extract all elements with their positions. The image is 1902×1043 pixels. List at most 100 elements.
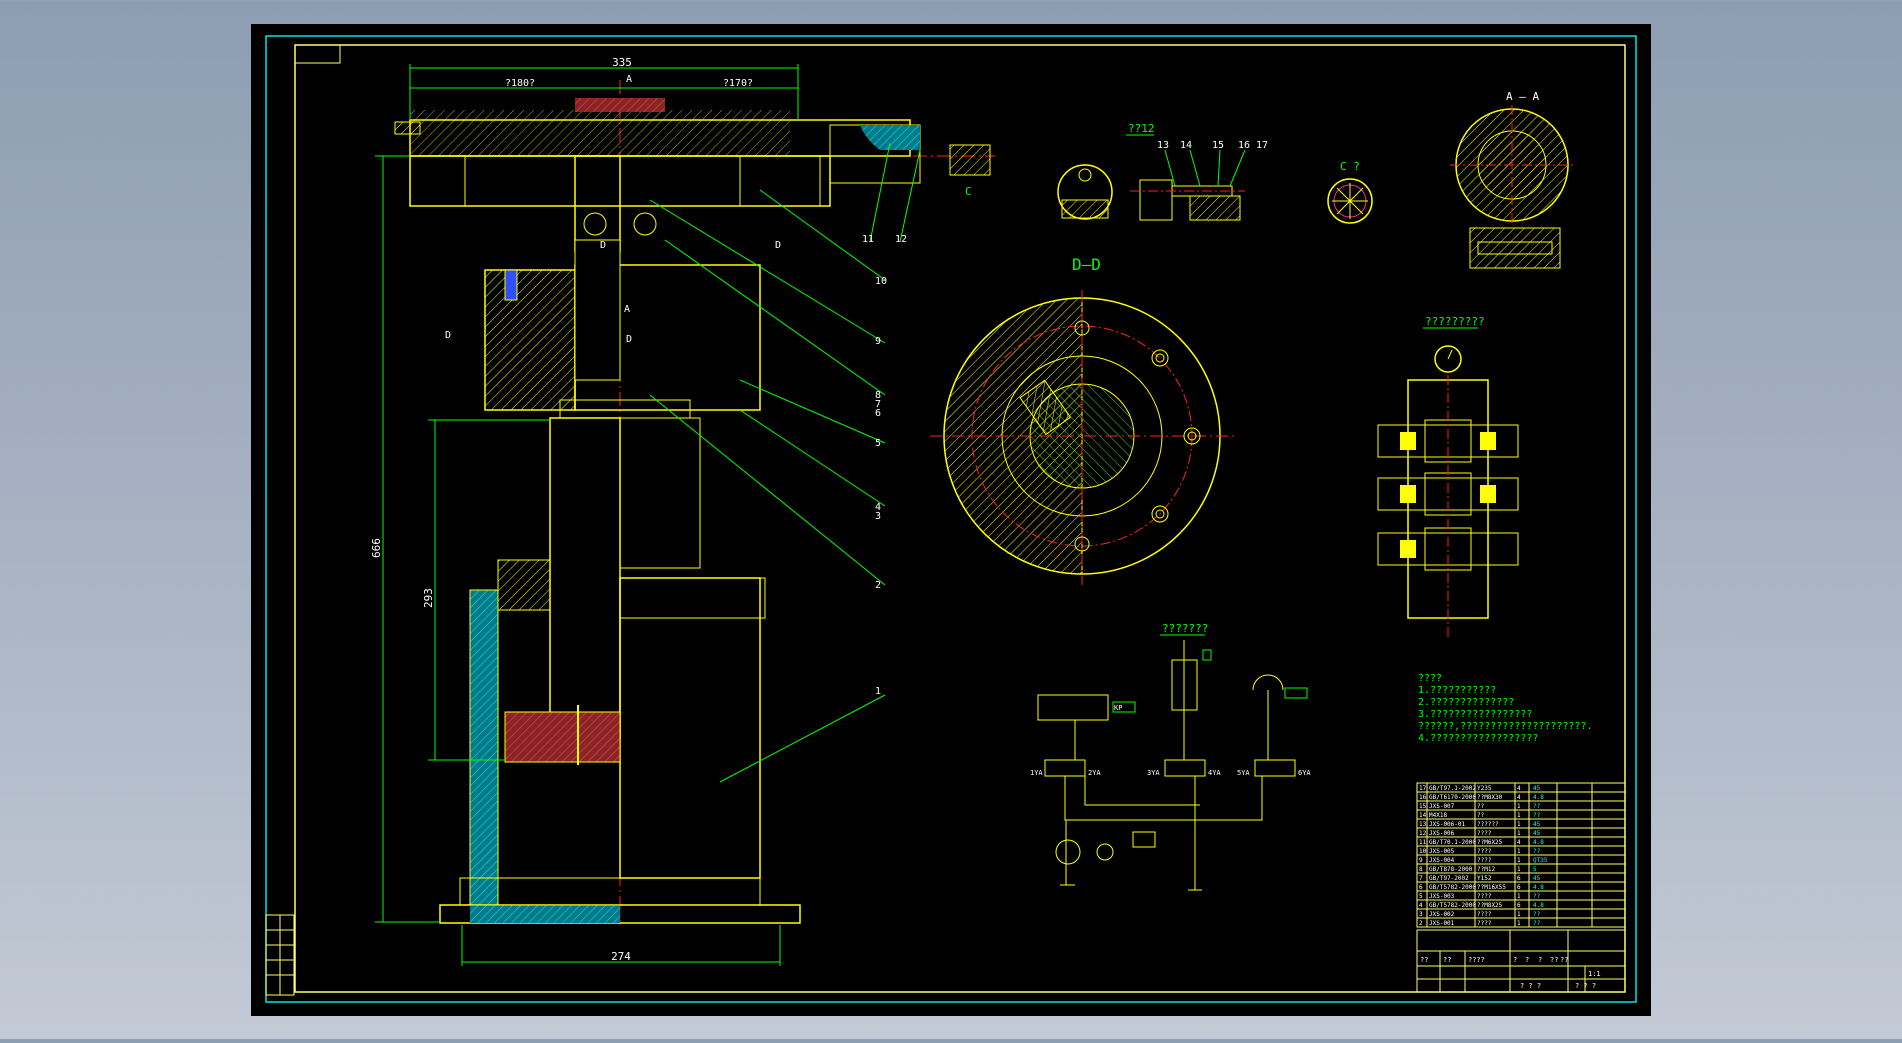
part-number: 12 — [895, 234, 907, 245]
column-hole-2 — [633, 212, 657, 236]
bom-cell: 2 — [1419, 920, 1423, 927]
arm-left-cap — [409, 155, 466, 207]
c-view-title: C ? — [1340, 160, 1360, 173]
hydraulic-schematic[interactable]: ??????? 1YA 2YA 3YA 4YA 5YA — [1030, 622, 1311, 891]
bom-cell: 6 — [1517, 902, 1521, 909]
part12-disc-block — [1061, 199, 1109, 219]
base-step — [459, 877, 761, 906]
bom-cell: 14 — [1419, 812, 1427, 819]
valve-block-title: ????????? — [1425, 315, 1485, 328]
bom-cell: JXS-005 — [1429, 848, 1455, 855]
hydraulic-tag-boxes — [1112, 649, 1308, 713]
bom-cell: 10 — [1419, 848, 1427, 855]
bom-cell: 1 — [1517, 911, 1521, 918]
housing-left-section — [484, 269, 576, 411]
bom-cell: M4X18 — [1429, 812, 1447, 819]
marker-a-mid: A — [624, 304, 630, 315]
dd-bolt-circle — [971, 325, 1193, 547]
part12-clamp — [1189, 195, 1241, 221]
bom-cell: ?? — [1533, 803, 1541, 810]
bom-cell: 1 — [1517, 857, 1521, 864]
aa-section-view[interactable]: A — A — [1450, 90, 1575, 269]
bom-cell: ?? — [1477, 812, 1485, 819]
bom-cell: ???? — [1477, 920, 1492, 927]
bom-cell: GB/T6170-2000 — [1429, 794, 1476, 801]
part-leader-lines — [649, 142, 921, 783]
arm-cyan-piece — [860, 125, 920, 150]
bom-cell: 6 — [1517, 875, 1521, 882]
notes-line: 3.????????????????? — [1418, 709, 1532, 720]
title-block-sheet2: ? ? ? — [1575, 982, 1596, 990]
bom-cell: ?? — [1533, 848, 1541, 855]
technical-notes: ???? 1.??????????? 2.?????????????? 3.??… — [1418, 673, 1593, 744]
part-number: 11 — [862, 234, 874, 245]
bom-cell: GB/T5782-2000 — [1429, 902, 1476, 909]
part-number: 15 — [1212, 140, 1224, 151]
bom-cell: 45 — [1533, 821, 1541, 828]
bom-cell: ??M12 — [1477, 866, 1495, 873]
c-view[interactable]: C ? — [1327, 160, 1373, 224]
bom-cell: ?? — [1477, 803, 1485, 810]
dd-title: D—D — [1072, 255, 1101, 274]
bom-cell: 4 — [1517, 839, 1521, 846]
valve-block-view[interactable]: ????????? — [1377, 315, 1519, 640]
notes-line: 2.?????????????? — [1418, 697, 1514, 708]
part-number: 5 — [875, 438, 881, 449]
title-block-cell: ? — [1513, 956, 1517, 964]
bom-cell: 1 — [1517, 830, 1521, 837]
bom-cell: 45 — [1533, 785, 1541, 792]
bom-cell: Y235 — [1477, 785, 1492, 792]
part12-rod — [1139, 179, 1173, 221]
main-assembly-view[interactable]: 335 ?180? ?170? 666 293 274 A A D D D D … — [370, 56, 995, 966]
hydraulic-label: KP — [1114, 704, 1122, 712]
bom-cell: 4.8 — [1533, 839, 1544, 846]
bom-cell: 1 — [1517, 803, 1521, 810]
title-block-cell: ? — [1538, 956, 1542, 964]
notes-line: 4.?????????????????? — [1418, 733, 1538, 744]
bom-cell: 6 — [1419, 884, 1423, 891]
title-block-cell: ?? — [1560, 956, 1568, 964]
bom-cell: ???? — [1477, 893, 1492, 900]
dd-key-slot — [1019, 379, 1072, 436]
hydraulic-label: 3YA — [1147, 769, 1160, 777]
bom-cell: ?????? — [1477, 821, 1499, 828]
dim-top-width: 335 — [612, 56, 632, 69]
pressure-gauge-needle — [1447, 349, 1453, 360]
title-block — [1416, 929, 1626, 993]
arm-red-section — [575, 98, 665, 112]
bom-cell: 4 — [1517, 794, 1521, 801]
dd-section-view[interactable]: D—D — [930, 255, 1235, 585]
title-block-cell: ?? — [1420, 956, 1428, 964]
title-block-cell: ?? — [1550, 956, 1558, 964]
title-block-sheet: ? ? ? — [1520, 982, 1541, 990]
part12-detail-view[interactable]: ??12 13 14 15 16 17 — [1057, 122, 1268, 221]
arm-right-cap — [739, 155, 821, 207]
bom-cell: JXS-001 — [1429, 920, 1455, 927]
bom-cell: 1 — [1517, 848, 1521, 855]
cylinder-left-wall — [469, 589, 499, 906]
part-number: 16 — [1238, 140, 1250, 151]
bom-cell: QT35 — [1533, 857, 1548, 864]
bom-cell: GB/T70.1-2000 — [1429, 839, 1476, 846]
notes-line: 1.??????????? — [1418, 685, 1496, 696]
aa-title: A — A — [1506, 90, 1539, 103]
hydraulic-label: 6YA — [1298, 769, 1311, 777]
aa-clamp-bolt — [1477, 241, 1553, 255]
bom-cell: 4.8 — [1533, 794, 1544, 801]
bom-cell: GB/T878-2000 — [1429, 866, 1473, 873]
dim-base-width: 274 — [611, 950, 631, 963]
bom-cell: 11 — [1419, 839, 1427, 846]
hydraulic-label: 2YA — [1088, 769, 1101, 777]
bom-cell: ???? — [1477, 848, 1492, 855]
title-block-cell: ? — [1525, 956, 1529, 964]
bom-cell: 1 — [1517, 893, 1521, 900]
part-number: 14 — [1180, 140, 1192, 151]
marker-a-top: A — [626, 74, 632, 85]
bom-cell: 5 — [1419, 893, 1423, 900]
part12-disc — [1057, 164, 1113, 220]
bom-cell: ?? — [1533, 893, 1541, 900]
bom-cell: 4.8 — [1533, 884, 1544, 891]
